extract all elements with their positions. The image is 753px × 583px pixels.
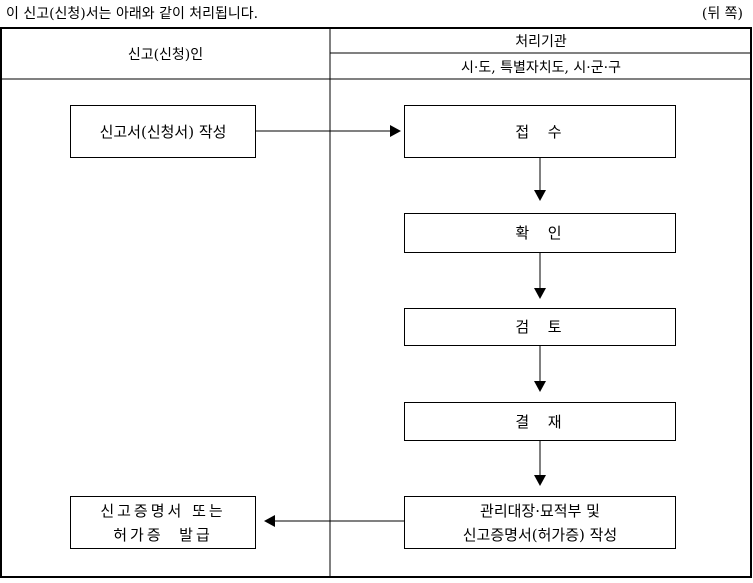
- step-issue-line1: 신고증명서 또는: [100, 501, 226, 520]
- arrowhead-to-receive: [390, 125, 401, 137]
- step-receive: 접 수: [404, 105, 676, 158]
- step-approve: 결 재: [404, 402, 676, 441]
- step-confirm-label: 확 인: [515, 224, 565, 242]
- step-review: 검 토: [404, 308, 676, 346]
- step-receive-label: 접 수: [515, 122, 565, 141]
- arrowhead-approve: [534, 381, 546, 392]
- table-border: [0, 27, 752, 578]
- step-applicant-start-label: 신고서(신청서) 작성: [99, 122, 227, 141]
- arrowhead-to-issue: [264, 515, 275, 527]
- step-issue-line2: 허가증 발급: [113, 525, 213, 544]
- step-approve-label: 결 재: [515, 412, 565, 431]
- step-confirm: 확 인: [404, 213, 676, 253]
- step-review-label: 검 토: [515, 318, 565, 336]
- step-register-line2: 신고증명서(허가증) 작성: [462, 525, 618, 544]
- intro-text: 이 신고(신청)서는 아래와 같이 처리됩니다.: [6, 6, 259, 22]
- applicant-column-header: 신고(신청)인: [127, 46, 204, 63]
- step-register: 관리대장·묘적부 및 신고증명서(허가증) 작성: [404, 496, 676, 549]
- step-issue: 신고증명서 또는 허가증 발급: [70, 496, 256, 549]
- agency-column-header: 처리기관: [515, 33, 567, 50]
- arrowhead-register: [534, 475, 546, 486]
- step-applicant-start: 신고서(신청서) 작성: [70, 105, 256, 158]
- step-register-line1: 관리대장·묘적부 및: [480, 501, 600, 520]
- agency-column-subheader: 시·도, 특별자치도, 시·군·구: [461, 59, 621, 76]
- arrowhead-confirm: [534, 190, 546, 201]
- arrowhead-review: [534, 288, 546, 299]
- page-note: (뒤 쪽): [701, 6, 743, 22]
